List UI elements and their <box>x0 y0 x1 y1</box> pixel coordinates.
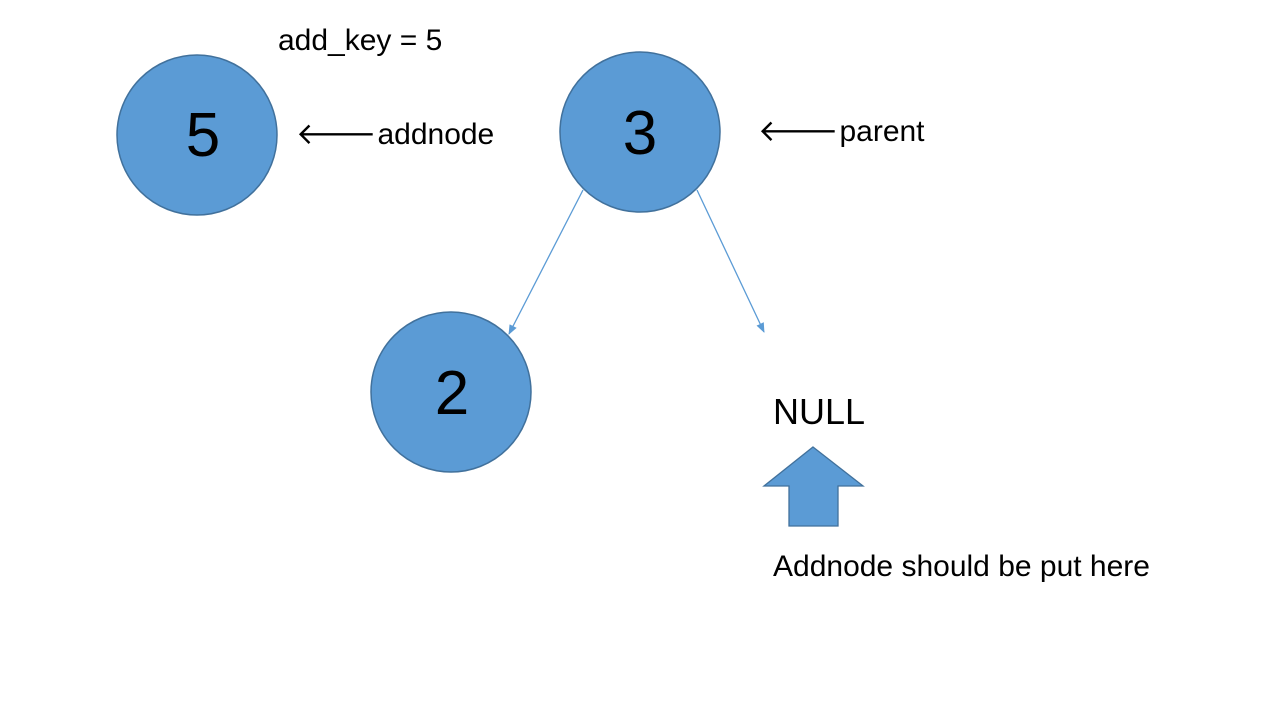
addnode-pointer-label: 🡐addnode <box>296 120 494 150</box>
node-parent: 3 <box>559 51 721 213</box>
up-block-arrow-icon <box>762 446 865 527</box>
null-label: NULL <box>773 391 866 432</box>
left-arrow-icon: 🡐 <box>296 118 377 151</box>
insert-position-note: Addnode should be put here <box>773 550 1150 583</box>
node-addnode: 5 <box>116 54 278 216</box>
edge-parent-to-left-child <box>508 189 584 335</box>
node-addnode-value: 5 <box>186 101 220 170</box>
edge-parent-to-null <box>696 189 765 333</box>
node-parent-circle <box>559 51 721 213</box>
parent-pointer-label: 🡐parent <box>758 117 925 147</box>
node-left-child: 2 <box>370 311 532 473</box>
node-addnode-circle <box>116 54 278 216</box>
node-left-child-circle <box>370 311 532 473</box>
add-key-label: add_key = 5 <box>278 24 443 57</box>
node-parent-value: 3 <box>623 99 657 168</box>
parent-pointer-text: parent <box>839 115 925 148</box>
left-arrow-icon: 🡐 <box>758 115 839 148</box>
addnode-pointer-text: addnode <box>377 118 495 151</box>
node-left-child-value: 2 <box>435 359 469 428</box>
